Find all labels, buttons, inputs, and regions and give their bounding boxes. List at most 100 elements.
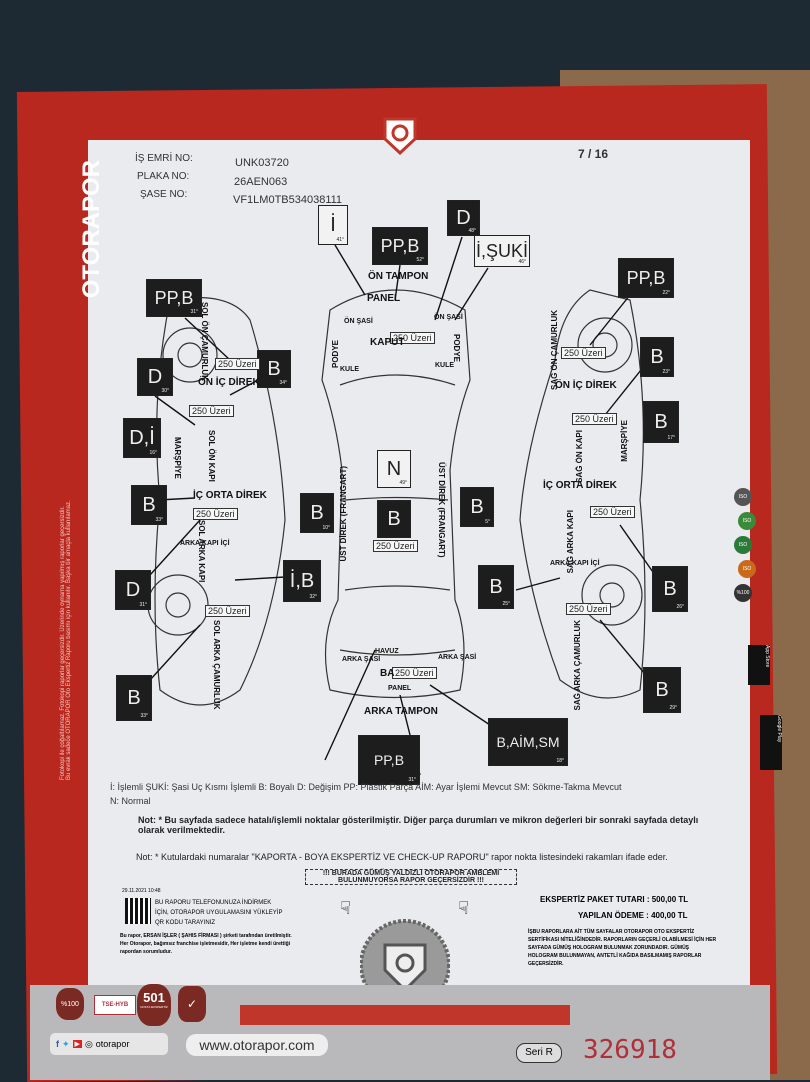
part-label: ARKA TAMPON <box>364 706 438 717</box>
social-links[interactable]: f ✦ ▶ ◎ otorapor <box>50 1033 168 1055</box>
thickness-label: 250 Üzeri <box>193 508 238 520</box>
part-label: ÜST DİREK (FRANGART) <box>339 466 348 562</box>
box-reading: 29° <box>669 705 677 711</box>
package-price-label: EKSPERTİZ PAKET TUTARI : <box>540 895 650 904</box>
chassis-value: VF1LM0TB534038111 <box>233 194 343 206</box>
box-reading: 52° <box>416 257 424 263</box>
certification-badge: ISO <box>738 560 756 578</box>
box-reading: 22° <box>662 290 670 296</box>
instagram-icon[interactable]: ◎ <box>84 1038 93 1049</box>
box-code: B <box>489 575 503 598</box>
serial-label: Seri R <box>516 1043 562 1063</box>
box-code: B <box>663 577 677 600</box>
part-label: SAĞ ÖN KAPI <box>575 430 584 483</box>
pointing-hand-right-icon: ☟ <box>458 898 469 918</box>
part-label: İÇ ORTA DİREK <box>543 480 617 491</box>
box-reading: 48° <box>468 228 476 234</box>
box-reading: 26° <box>676 604 684 610</box>
box-reading: 30° <box>161 388 169 394</box>
google-play-badge[interactable]: Google Play <box>760 715 782 770</box>
plate-label: PLAKA NO: <box>137 171 190 182</box>
app-store-badge[interactable]: App Store <box>748 645 770 685</box>
badge-501: 501 <box>143 990 165 1005</box>
box-reading: 5° <box>485 519 490 525</box>
box-code: N <box>386 457 402 480</box>
legend-line-2: N: Normal <box>110 796 151 806</box>
thickness-label: 250 Üzeri <box>390 332 435 344</box>
box-reading: 31° <box>139 602 147 608</box>
box-reading: 25° <box>502 601 510 607</box>
box-code: B <box>267 357 281 380</box>
certification-badge: ISO <box>734 536 752 554</box>
certification-badge: ISO <box>734 488 752 506</box>
part-label: PANEL <box>388 685 412 692</box>
thickness-label: 250 Üzeri <box>189 405 234 417</box>
work-order-value: UNK03720 <box>235 157 289 169</box>
part-label: İÇ ORTA DİREK <box>193 490 267 501</box>
facebook-icon[interactable]: f <box>56 1039 59 1049</box>
paid-amount-value: 400,00 TL <box>651 911 688 920</box>
website-link[interactable]: www.otorapor.com <box>186 1034 328 1056</box>
twitter-icon[interactable]: ✦ <box>62 1038 70 1049</box>
thickness-label: 250 Üzeri <box>373 540 418 552</box>
box-code: D <box>456 206 471 229</box>
box-code: B <box>387 507 401 530</box>
inspection-box: B 26° <box>652 566 688 612</box>
part-label: BA <box>380 668 395 679</box>
box-reading: 31° <box>190 309 198 315</box>
report-date: 29.11.2021 10:48 <box>122 888 161 894</box>
part-label: ÖN ŞASİ <box>344 318 373 325</box>
youtube-icon[interactable]: ▶ <box>72 1040 82 1048</box>
box-reading: 17° <box>667 435 675 441</box>
box-reading: 34° <box>279 380 287 386</box>
certification-badge: %100 <box>734 584 752 602</box>
box-code: D <box>125 578 141 601</box>
box-reading: 33° <box>140 713 148 719</box>
part-label: PANEL <box>367 293 401 304</box>
box-code: PP,B <box>380 235 420 256</box>
box-code: PP,B <box>626 267 666 288</box>
box-reading: 18° <box>556 758 564 764</box>
badge-100: %100 <box>56 988 84 1020</box>
box-code: İ <box>330 213 336 236</box>
part-label: PODYE <box>452 334 461 363</box>
box-code: PP,B <box>373 752 405 768</box>
part-label: ÖN TAMPON <box>368 271 429 282</box>
qr-code-icon[interactable] <box>125 898 151 924</box>
box-reading: 16° <box>149 450 157 456</box>
part-label: KULE <box>435 362 455 369</box>
part-label: PODYE <box>331 340 340 369</box>
certification-badge: ISO <box>738 512 756 530</box>
part-label: ARKA KAPI İÇİ <box>550 560 600 567</box>
thickness-label: 250 Üzeri <box>392 667 437 679</box>
part-label: MARŞPİYE <box>620 420 629 462</box>
inspection-box: PP,B 22° <box>618 258 674 298</box>
thickness-label: 250 Üzeri <box>590 506 635 518</box>
box-code: B <box>127 686 141 709</box>
box-reading: 49° <box>399 480 407 486</box>
box-reading: 41° <box>336 237 344 243</box>
box-code: B <box>654 410 668 433</box>
part-label: ÖN İÇ DİREK <box>198 377 260 388</box>
note-1: Not: * Bu sayfada sadece hatalı/işlemli … <box>138 815 699 835</box>
disclaimer: Bu rapor, ERSAN İŞLER ( ŞAHIS FİRMASI ) … <box>120 933 292 955</box>
inspection-box: B 33° <box>116 675 152 721</box>
part-label: KULE <box>340 366 360 373</box>
box-code: İ,ŞUKİ <box>475 240 528 261</box>
box-code: B <box>310 501 324 524</box>
inspection-box: B <box>377 500 411 538</box>
